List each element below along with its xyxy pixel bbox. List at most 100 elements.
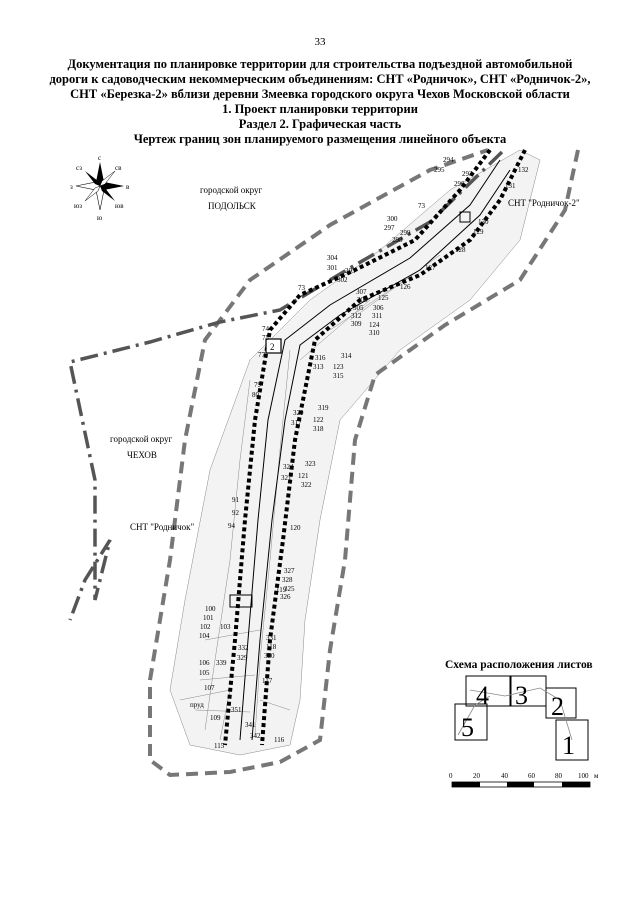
sheet-scheme: Схема расположения листов 4 3 2 5 1: [445, 659, 593, 761]
header-line-1: Документация по планировке территории дл…: [67, 57, 573, 71]
outer-boundary: [148, 148, 580, 778]
point-label: 305: [353, 304, 364, 312]
point-label: 293: [462, 170, 473, 178]
point-label: 316: [315, 354, 326, 362]
header-line-6: Чертеж границ зон планируемого размещени…: [133, 132, 507, 146]
point-label: 94: [228, 522, 236, 530]
point-labels: 294 295 293 296 131 132 73 300 297 299 2…: [199, 156, 529, 750]
scale-bar: 0 20 40 60 80 100 м: [449, 772, 599, 788]
point-label: 295: [434, 166, 445, 174]
point-label: 117: [262, 677, 273, 685]
label-podolsk-2: ПОДОЛЬСК: [208, 201, 257, 211]
structure-box: [459, 211, 471, 223]
municipal-border: [67, 150, 504, 621]
point-label: 308: [357, 296, 368, 304]
point-label: 122: [313, 416, 324, 424]
compass-rose: с ю з в сз св юз юв: [70, 154, 130, 222]
point-label: 124: [369, 321, 380, 329]
point-label: 303: [345, 267, 356, 275]
point-label: 298: [392, 236, 403, 244]
point-label: 326: [280, 593, 291, 601]
compass-e: в: [126, 183, 130, 191]
point-label: 132: [518, 166, 529, 174]
point-label: 116: [274, 736, 285, 744]
compass-nw: сз: [76, 164, 82, 172]
point-label: 128: [455, 246, 466, 254]
point-label: 120: [290, 524, 301, 532]
point-label: 107: [204, 684, 215, 692]
sheet-3: 3: [515, 681, 528, 710]
point-label: 322: [301, 481, 312, 489]
label-podolsk-1: городской округ: [200, 185, 263, 195]
point-label: 127: [425, 264, 436, 272]
scale-tick: 60: [528, 772, 536, 780]
road-corridor: [239, 159, 511, 741]
point-label: 331: [266, 634, 277, 642]
point-label: 103: [220, 623, 231, 631]
header-line-3: СНТ «Березка-2» вблизи деревни Змеевка г…: [70, 87, 570, 101]
point-label: 351: [231, 706, 242, 714]
header-line-5: Раздел 2. Графическая часть: [238, 117, 402, 131]
point-label: 109: [210, 714, 221, 722]
point-label: 341: [245, 721, 256, 729]
point-label: 126: [400, 283, 411, 291]
point-label: 332: [238, 644, 249, 652]
point-label: 317: [291, 419, 302, 427]
label-chekhov-2: ЧЕХОВ: [127, 450, 157, 460]
label-snt-rodnichok2: СНТ "Родничок-2": [508, 198, 580, 208]
point-label: 306: [373, 304, 384, 312]
point-label: 309: [351, 320, 362, 328]
point-label: 77: [258, 351, 266, 359]
point-label: 125: [378, 294, 389, 302]
point-label: 106: [199, 659, 210, 667]
scale-tick: 20: [473, 772, 481, 780]
sheet-scheme-title: Схема расположения листов: [445, 659, 593, 671]
point-label: 75: [262, 334, 270, 342]
point-label: 102: [200, 623, 211, 631]
point-label: 131: [505, 182, 516, 190]
compass-n: с: [98, 154, 101, 162]
label-chekhov-1: городской округ: [110, 434, 173, 444]
point-label: 296: [454, 180, 465, 188]
point-label: 80: [252, 391, 260, 399]
point-label: 92: [232, 509, 240, 517]
point-label: 323: [305, 460, 316, 468]
scale-tick: 100: [578, 772, 589, 780]
point-label: 342: [250, 732, 261, 740]
document-header: Документация по планировке территории дл…: [40, 57, 600, 147]
sheet-5: 5: [461, 713, 474, 742]
point-label: 300: [387, 215, 398, 223]
point-label: 119: [276, 586, 287, 594]
planned-zone-boundary: [223, 148, 527, 746]
point-label: 313: [313, 363, 324, 371]
point-label: 100: [205, 605, 216, 613]
point-label: 104: [199, 632, 210, 640]
point-label: 129: [473, 228, 484, 236]
scale-tick: 40: [501, 772, 509, 780]
point-label: 310: [369, 329, 380, 337]
label-pond: пруд: [190, 701, 204, 709]
point-label: 311: [372, 312, 383, 320]
point-label: 327: [284, 567, 295, 575]
point-label: 312: [351, 312, 362, 320]
point-label: 301: [327, 264, 338, 272]
point-label: 324: [283, 463, 294, 471]
point-label: 307: [356, 288, 367, 296]
compass-sw: юз: [74, 202, 82, 210]
compass-w: з: [70, 183, 73, 191]
point-label: 73: [298, 284, 306, 292]
point-label: 79: [254, 381, 262, 389]
point-label: 320: [293, 409, 304, 417]
sheet-4: 4: [476, 681, 489, 710]
point-label: 315: [333, 372, 344, 380]
compass-se: юв: [115, 202, 124, 210]
sheet-1: 1: [562, 731, 575, 760]
point-label: 297: [384, 224, 395, 232]
terrain-background: [169, 149, 541, 756]
point-label: 328: [282, 576, 293, 584]
compass-s: ю: [97, 214, 102, 222]
point-label: 121: [298, 472, 309, 480]
point-label: 304: [327, 254, 338, 262]
sheet-2: 2: [551, 692, 564, 721]
